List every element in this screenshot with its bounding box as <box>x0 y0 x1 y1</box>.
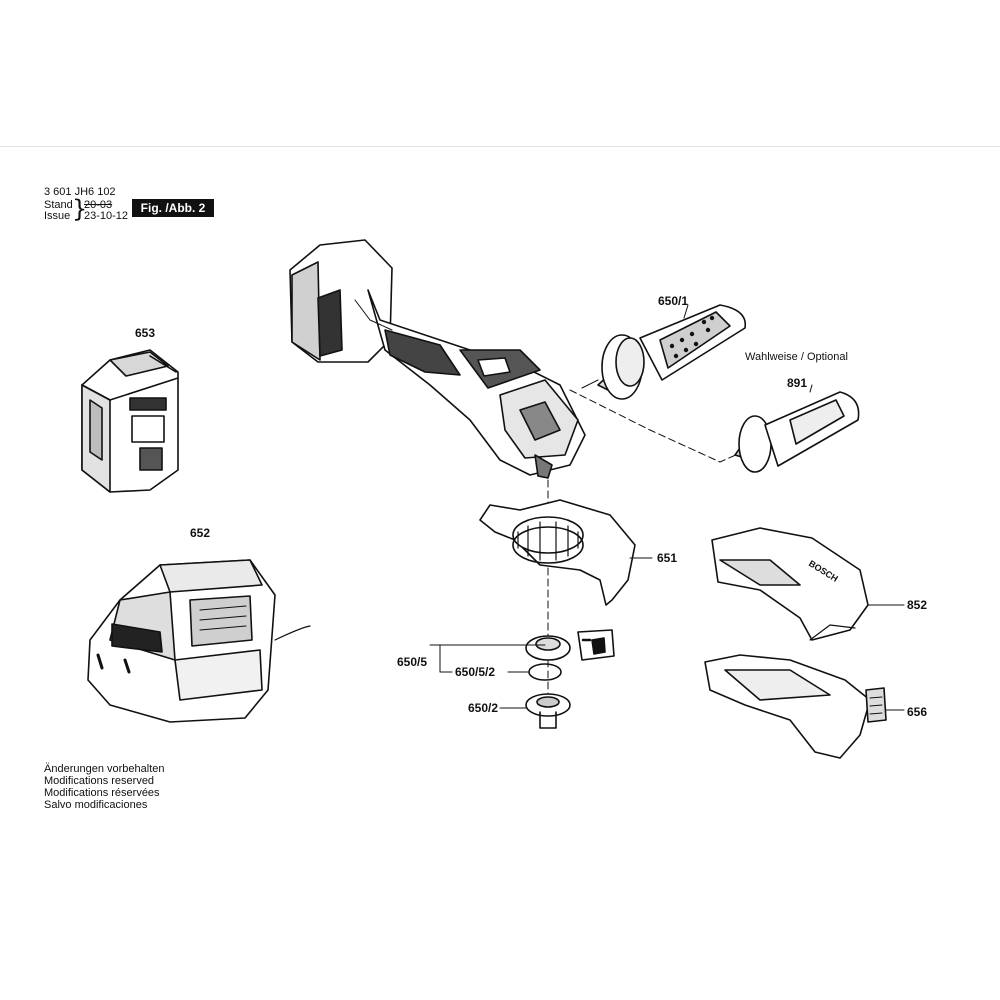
disclaimer-de: Änderungen vorbehalten <box>44 763 165 775</box>
side-handle-650-1-drawing <box>597 304 747 400</box>
flange-parts-drawing <box>525 629 615 729</box>
leader-lines <box>429 304 905 711</box>
stand-label: Stand <box>44 199 73 211</box>
guard-852-drawing: BOSCH <box>711 527 869 641</box>
part-label-891: 891 <box>787 376 808 390</box>
optional-label: Wahlweise / Optional <box>745 351 848 363</box>
part-label-852: 852 <box>907 598 928 612</box>
part-label-650-5: 650/5 <box>397 655 428 669</box>
disclaimer-es: Salvo modificaciones <box>44 799 148 811</box>
part-label-650-1: 650/1 <box>658 294 689 308</box>
guard-656-drawing <box>704 654 887 759</box>
part-label-653: 653 <box>135 326 156 340</box>
top-border-line <box>0 146 1000 147</box>
part-label-651: 651 <box>657 551 678 565</box>
part-label-656: 656 <box>907 705 928 719</box>
side-handle-891-drawing <box>734 391 860 473</box>
disclaimer-en: Modifications reserved <box>44 775 155 787</box>
part-label-652: 652 <box>190 526 211 540</box>
issue-label: Issue <box>44 210 71 222</box>
charger-drawing <box>87 559 311 723</box>
brace-symbol: } <box>72 195 88 223</box>
battery-pack-drawing <box>81 349 179 493</box>
part-label-650-5-2: 650/5/2 <box>455 665 496 679</box>
part-number: 3 601 JH6 102 <box>44 186 116 198</box>
guard-651-drawing <box>479 499 636 606</box>
figure-label: Fig. /Abb. 2 <box>132 199 214 217</box>
issue-value: 23-10-12 <box>84 210 129 222</box>
part-label-650-2: 650/2 <box>468 701 499 715</box>
stand-value: 20-03 <box>84 199 113 211</box>
disclaimer-fr: Modifications réservées <box>44 787 160 799</box>
angle-grinder-drawing <box>289 239 586 479</box>
